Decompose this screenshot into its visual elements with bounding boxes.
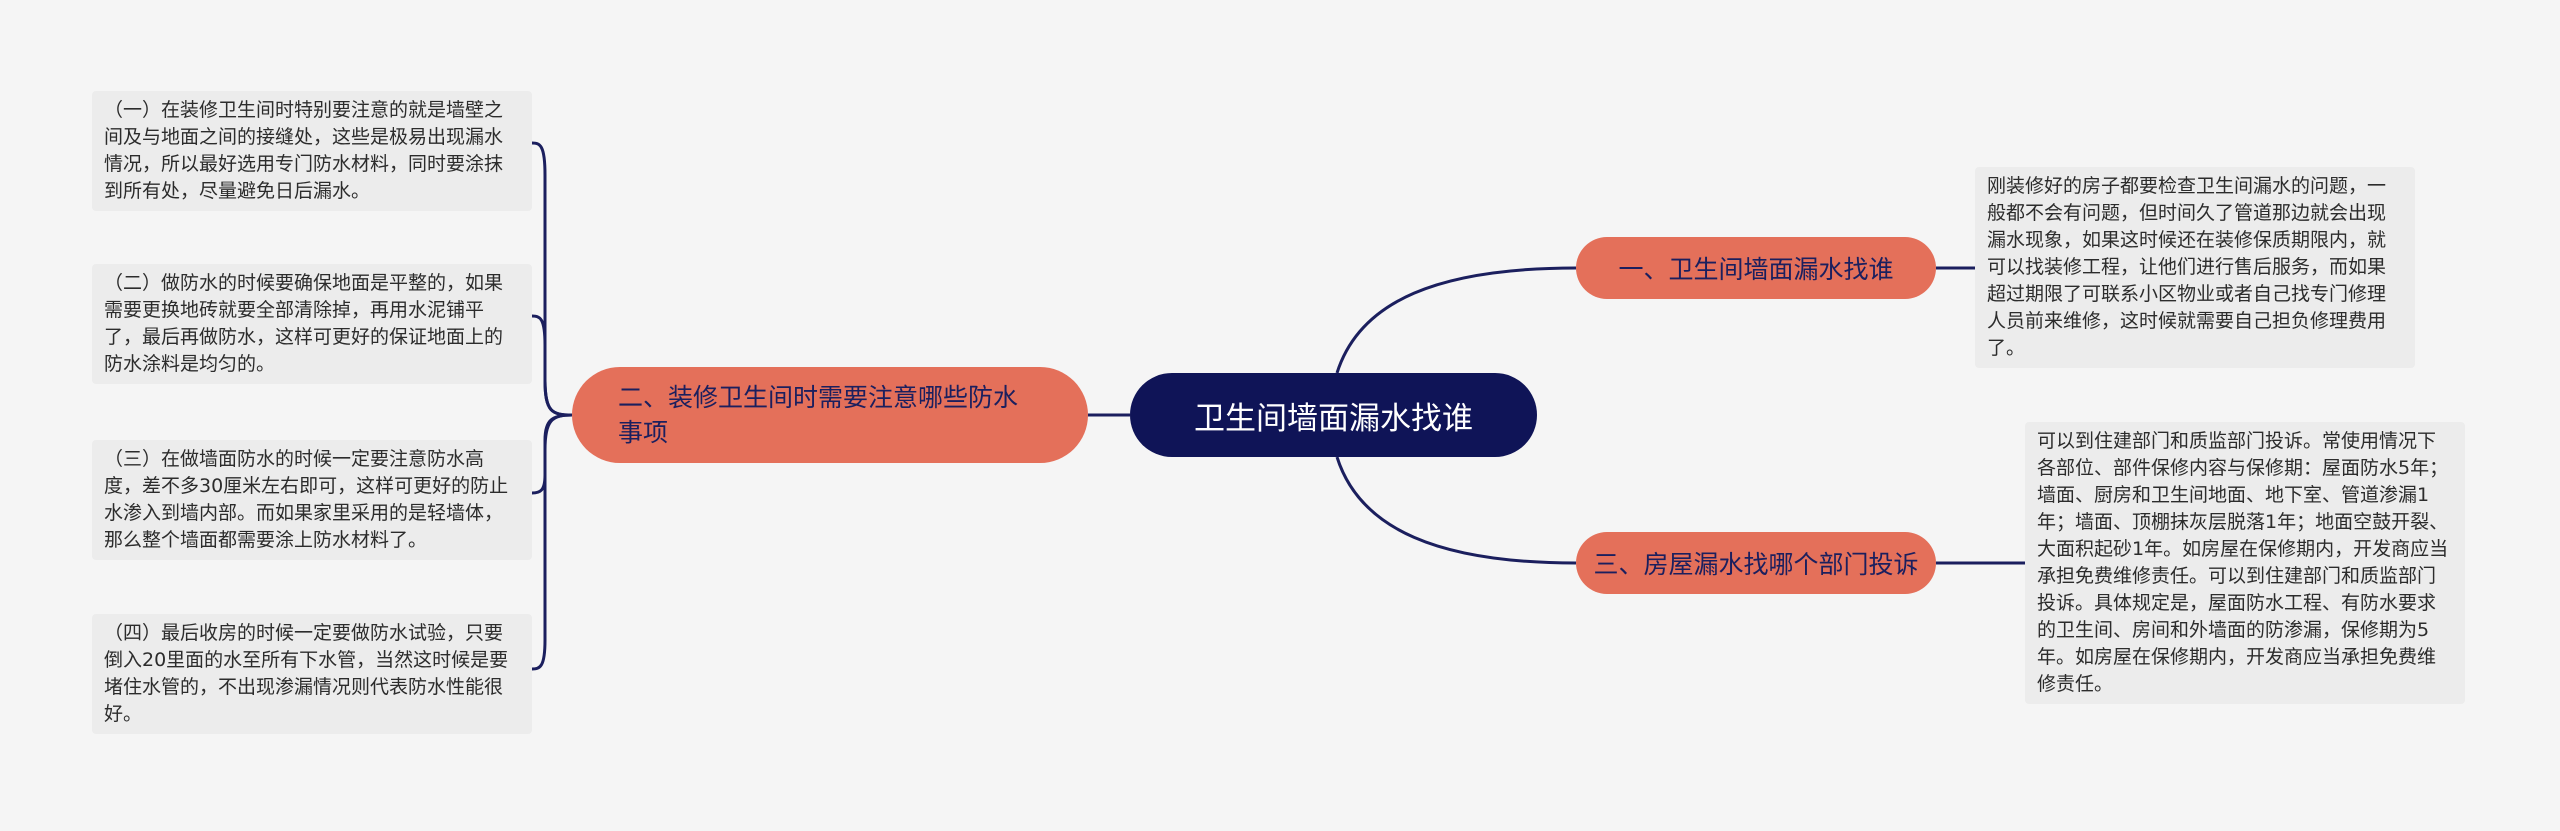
branch-node-2-label: 二、装修卫生间时需要注意哪些防水事项 xyxy=(618,383,1019,447)
branch-node-1[interactable]: 一、卫生间墙面漏水找谁 xyxy=(1576,237,1936,299)
detail-node-2-1-text: （一）在装修卫生间时特别要注意的就是墙壁之间及与地面之间的接缝处，这些是极易出现… xyxy=(104,99,504,202)
connector-center-branch-3 xyxy=(1335,456,1577,565)
detail-node-3-1-text: 可以到住建部门和质监部门投诉。常使用情况下各部位、部件保修内容与保修期：屋面防水… xyxy=(2037,430,2449,695)
connector-branch-2-detail-2 xyxy=(531,314,573,417)
detail-node-2-4-text: （四）最后收房的时候一定要做防水试验，只要倒入20里面的水至所有下水管，当然这时… xyxy=(104,622,509,725)
detail-node-2-4[interactable]: （四）最后收房的时候一定要做防水试验，只要倒入20里面的水至所有下水管，当然这时… xyxy=(92,614,532,734)
connector-branch-2-detail-4 xyxy=(531,413,573,671)
connector-branch-2-detail-3 xyxy=(531,413,573,495)
detail-node-1-1[interactable]: 刚装修好的房子都要检查卫生间漏水的问题，一般都不会有问题，但时间久了管道那边就会… xyxy=(1975,167,2415,368)
detail-node-2-1[interactable]: （一）在装修卫生间时特别要注意的就是墙壁之间及与地面之间的接缝处，这些是极易出现… xyxy=(92,91,532,211)
detail-node-3-1[interactable]: 可以到住建部门和质监部门投诉。常使用情况下各部位、部件保修内容与保修期：屋面防水… xyxy=(2025,422,2465,704)
detail-node-2-2[interactable]: （二）做防水的时候要确保地面是平整的，如果需要更换地砖就要全部清除掉，再用水泥铺… xyxy=(92,264,532,384)
detail-node-2-3[interactable]: （三）在做墙面防水的时候一定要注意防水高度，差不多30厘米左右即可，这样可更好的… xyxy=(92,440,532,560)
branch-node-3[interactable]: 三、房屋漏水找哪个部门投诉 xyxy=(1576,532,1936,594)
branch-node-1-label: 一、卫生间墙面漏水找谁 xyxy=(1618,255,1894,284)
detail-node-1-1-text: 刚装修好的房子都要检查卫生间漏水的问题，一般都不会有问题，但时间久了管道那边就会… xyxy=(1987,175,2387,359)
connector-branch-2-detail-1 xyxy=(531,141,573,417)
central-topic[interactable]: 卫生间墙面漏水找谁 xyxy=(1130,373,1537,457)
branch-node-3-label: 三、房屋漏水找哪个部门投诉 xyxy=(1593,550,1919,579)
branch-node-2[interactable]: 二、装修卫生间时需要注意哪些防水事项 xyxy=(572,367,1088,463)
detail-node-2-3-text: （三）在做墙面防水的时候一定要注意防水高度，差不多30厘米左右即可，这样可更好的… xyxy=(104,448,509,551)
connector-center-branch-1 xyxy=(1335,266,1577,374)
detail-node-2-2-text: （二）做防水的时候要确保地面是平整的，如果需要更换地砖就要全部清除掉，再用水泥铺… xyxy=(104,272,504,375)
central-topic-label: 卫生间墙面漏水找谁 xyxy=(1194,400,1473,437)
